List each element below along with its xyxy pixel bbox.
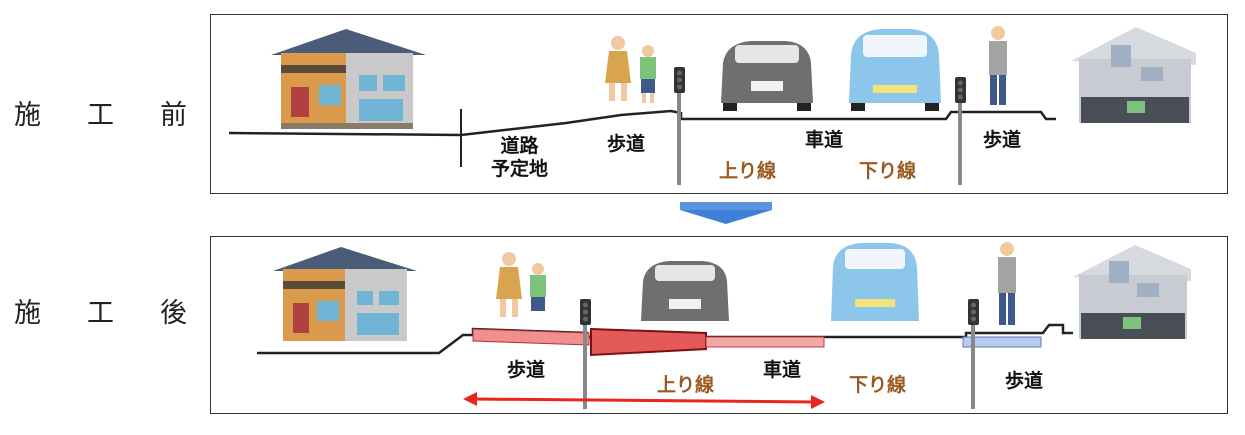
before-down-lane-label: 下り線 [859,160,917,182]
traffic-signal-left-icon [580,299,591,409]
after-roadway-label: 車道 [763,359,802,381]
traffic-signal-right-icon [955,77,966,185]
before-construction-label: 施 工 前 [14,93,187,132]
pedestrian-child-icon [530,263,546,311]
after-label-char-2: 工 [87,298,114,329]
widening-span-arrow-icon [463,392,825,409]
road-planned-line-1: 道路 [500,135,539,157]
traffic-signal-right-icon [968,299,979,409]
down-arrow-icon [680,202,772,224]
widening-zone-center [590,327,707,357]
after-label-char-1: 施 [14,298,41,329]
road-planned-line-2: 予定地 [491,157,549,180]
before-label-char-3: 前 [160,100,187,131]
pedestrian-mother-icon [605,36,631,101]
blue-car-icon [849,29,941,111]
after-sidewalk-right-label: 歩道 [1005,370,1044,392]
widening-zone-left [472,328,590,346]
after-sidewalk-left-label: 歩道 [507,359,546,381]
before-sidewalk-left-label: 歩道 [607,133,646,155]
pedestrian-child-icon [640,45,656,103]
after-construction-panel: 歩道 上り線 車道 下り線 歩道 [210,236,1228,414]
blue-car-icon [831,243,919,321]
house-right-icon [1071,27,1196,123]
house-left-icon [273,247,417,341]
widening-zone-right [705,336,825,348]
grey-car-icon [641,261,729,321]
before-construction-panel: 道路 予定地 歩道 車道 上り線 下り線 歩道 [210,14,1228,194]
house-right-icon [1073,245,1191,339]
before-up-lane-label: 上り線 [719,160,777,182]
before-sidewalk-right-label: 歩道 [983,129,1022,151]
after-up-lane-label: 上り線 [657,374,715,396]
after-road-scene [257,242,1191,409]
before-label-char-1: 施 [14,100,41,131]
after-construction-label: 施 工 後 [14,291,187,330]
pedestrian-elderly-icon [989,26,1007,105]
house-left-icon [271,29,426,129]
traffic-signal-left-icon [674,67,685,185]
grey-car-icon [721,41,813,111]
after-down-lane-label: 下り線 [849,374,907,396]
after-label-char-3: 後 [160,298,187,329]
before-road-scene [228,26,1196,185]
before-label-char-2: 工 [87,100,114,131]
road-planned-site-label: 道路 予定地 [491,135,548,181]
before-roadway-label: 車道 [805,129,844,151]
pedestrian-mother-icon [496,252,522,317]
pedestrian-elderly-icon [998,242,1016,325]
sidewalk-right-marker [962,336,1042,348]
